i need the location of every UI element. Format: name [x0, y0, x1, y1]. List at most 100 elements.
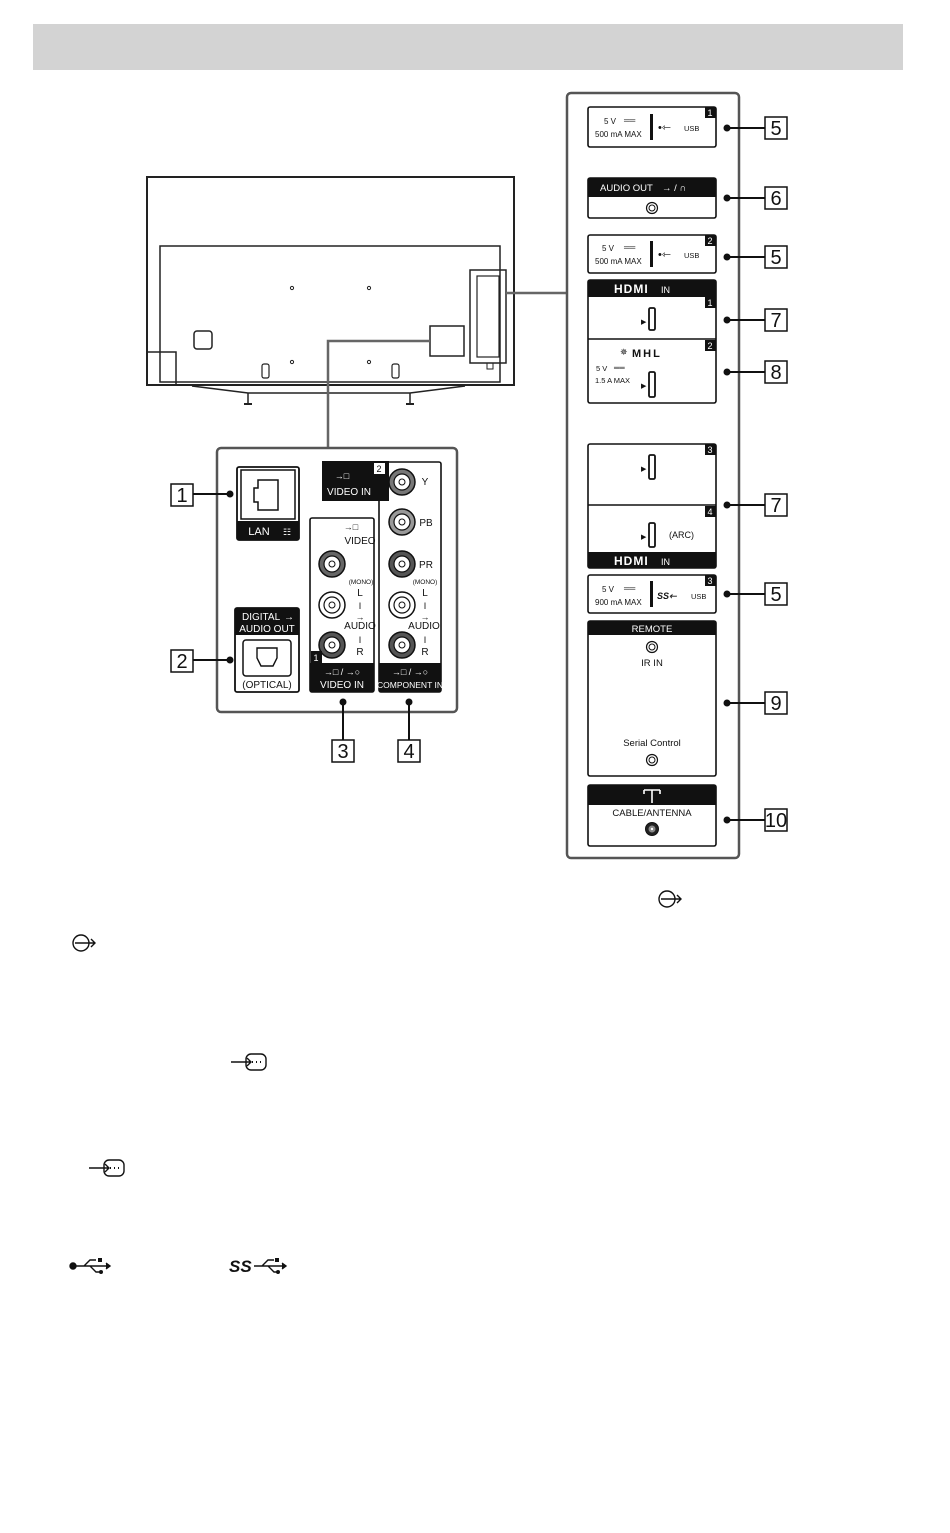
- svg-text:3: 3: [707, 445, 712, 455]
- svg-text:══: ══: [623, 584, 636, 593]
- hdmi-group-top: HDMI IN 1 ▶ 2 ✵ MHL 5 V ══ 1.5 A MAX ▶: [587, 279, 717, 404]
- callout-1: 1: [176, 485, 187, 507]
- svg-text:▶: ▶: [641, 534, 647, 541]
- svg-text:MHL: MHL: [632, 348, 662, 360]
- svg-text:500 mA MAX: 500 mA MAX: [595, 130, 642, 139]
- video-rca-jack[interactable]: [318, 550, 346, 578]
- l-label-a: L: [357, 588, 363, 599]
- video-in-1-label: VIDEO IN: [320, 680, 364, 691]
- svg-text:900 mA MAX: 900 mA MAX: [595, 598, 642, 607]
- svg-text:5 V: 5 V: [602, 585, 615, 594]
- optical-label: (OPTICAL): [242, 680, 291, 691]
- svg-text:2: 2: [707, 341, 712, 351]
- hdmi-port-3[interactable]: ▶: [641, 454, 656, 480]
- input-icon: →□: [344, 522, 359, 532]
- video-in-2-label: VIDEO IN: [327, 487, 371, 498]
- svg-text:▶: ▶: [641, 383, 647, 390]
- callout-9: 9: [770, 693, 781, 715]
- lan-port[interactable]: LAN ☷: [236, 466, 300, 541]
- pr-label: PR: [419, 560, 433, 571]
- svg-text:HDMI: HDMI: [614, 282, 649, 296]
- cable-antenna-port[interactable]: CABLE/ANTENNA: [587, 784, 717, 847]
- r-label-a: R: [356, 647, 363, 658]
- audio-output-icon-a: [658, 890, 682, 908]
- output-icon: →: [284, 612, 294, 623]
- l-label-b: L: [422, 588, 428, 599]
- svg-text:HDMI: HDMI: [614, 554, 649, 568]
- left-callouts: [170, 483, 421, 763]
- callout-7b: 7: [770, 495, 781, 517]
- svg-text:IR IN: IR IN: [641, 658, 663, 669]
- svg-text:1: 1: [707, 108, 712, 118]
- callout-4: 4: [403, 741, 414, 763]
- audio-out-headphone-port[interactable]: AUDIO OUT → / ∩: [587, 177, 717, 219]
- right-connector-panel: 1 5 V ══ 500 mA MAX •⇽ USB AUDIO OUT → /…: [565, 91, 741, 860]
- svg-text:I: I: [424, 601, 427, 611]
- callout-7a: 7: [770, 310, 781, 332]
- svg-text:AUDIO OUT: AUDIO OUT: [600, 183, 653, 194]
- audio-r-rca-jack[interactable]: [318, 631, 346, 659]
- component-output-icon: →□ / →○: [392, 667, 428, 677]
- svg-text:(ARC): (ARC): [669, 530, 694, 540]
- audio-label-b: AUDIO: [408, 621, 440, 632]
- hdmi-port-2-mhl[interactable]: ▶: [641, 371, 656, 398]
- y-rca-jack[interactable]: [388, 468, 416, 496]
- svg-text:I: I: [359, 601, 362, 611]
- component-audio-l-rca-jack[interactable]: [388, 591, 416, 619]
- svg-text:══: ══: [613, 363, 625, 372]
- video-label: VIDEO: [344, 536, 375, 547]
- usb-port-2[interactable]: 2 5 V ══ 500 mA MAX •⇽ USB: [587, 234, 717, 274]
- svg-text:Serial Control: Serial Control: [623, 738, 681, 749]
- ir-in-port[interactable]: [645, 640, 659, 654]
- svg-text:══: ══: [623, 243, 636, 252]
- svg-text:IN: IN: [661, 285, 670, 295]
- mhl-icon: ✵: [620, 347, 628, 357]
- callout-5a: 5: [770, 118, 781, 140]
- svg-text:USB: USB: [691, 592, 706, 601]
- output-headphone-icon: → / ∩: [662, 183, 686, 194]
- right-callouts: [723, 116, 788, 832]
- mono-label-b: (MONO): [413, 579, 438, 586]
- pb-rca-jack[interactable]: [388, 508, 416, 536]
- audio-label-a: AUDIO: [344, 621, 376, 632]
- callout-2: 2: [176, 651, 187, 673]
- hdmi-port-4-arc[interactable]: ▶: [641, 522, 656, 548]
- svg-text:→: →: [421, 612, 430, 622]
- hdmi-group-bottom: 3 ▶ 4 ▶ (ARC) HDMI IN: [587, 443, 717, 569]
- hdmi-port-1[interactable]: ▶: [641, 307, 656, 331]
- svg-text:2: 2: [707, 236, 712, 246]
- svg-text:4: 4: [707, 507, 712, 517]
- callout-8: 8: [770, 362, 781, 384]
- digital-audio-out-port[interactable]: DIGITAL → AUDIO OUT (OPTICAL): [234, 607, 300, 693]
- svg-text:1: 1: [707, 298, 712, 308]
- input-output-icon: →□ / →○: [324, 667, 360, 677]
- callout-5b: 5: [770, 247, 781, 269]
- digital-label: DIGITAL: [242, 612, 281, 623]
- pb-label: PB: [419, 518, 433, 529]
- left-connector-panel: LAN ☷ DIGITAL → AUDIO OUT (OPTICAL) →□ V…: [215, 446, 459, 714]
- serial-control-port[interactable]: [645, 753, 659, 767]
- svg-text:5 V: 5 V: [604, 117, 617, 126]
- usb-port-3[interactable]: 3 5 V ══ 900 mA MAX SS⇽ USB: [587, 574, 717, 614]
- callout-5c: 5: [770, 584, 781, 606]
- usb-port-1[interactable]: 1 5 V ══ 500 mA MAX •⇽ USB: [587, 106, 717, 148]
- y-label: Y: [422, 477, 429, 488]
- svg-text:5 V: 5 V: [602, 244, 615, 253]
- svg-text:I: I: [424, 635, 427, 645]
- component-audio-r-rca-jack[interactable]: [388, 631, 416, 659]
- svg-text:▶: ▶: [641, 466, 647, 473]
- callout-3: 3: [337, 741, 348, 763]
- lan-label: LAN: [248, 526, 269, 538]
- svg-text:══: ══: [623, 116, 636, 125]
- svg-text:I: I: [359, 635, 362, 645]
- remote-panel: REMOTE IR IN Serial Control: [587, 620, 717, 777]
- audio-l-rca-jack[interactable]: [318, 591, 346, 619]
- svg-text:CABLE/ANTENNA: CABLE/ANTENNA: [612, 808, 692, 819]
- svg-text:1.5 A MAX: 1.5 A MAX: [595, 376, 630, 385]
- input-icon-2: →□: [335, 471, 350, 481]
- network-icon: ☷: [283, 527, 291, 537]
- callout-10: 10: [765, 810, 787, 832]
- usb-icon-legend: [69, 1258, 112, 1274]
- pr-rca-jack[interactable]: [388, 550, 416, 578]
- svg-text:5 V: 5 V: [596, 364, 607, 373]
